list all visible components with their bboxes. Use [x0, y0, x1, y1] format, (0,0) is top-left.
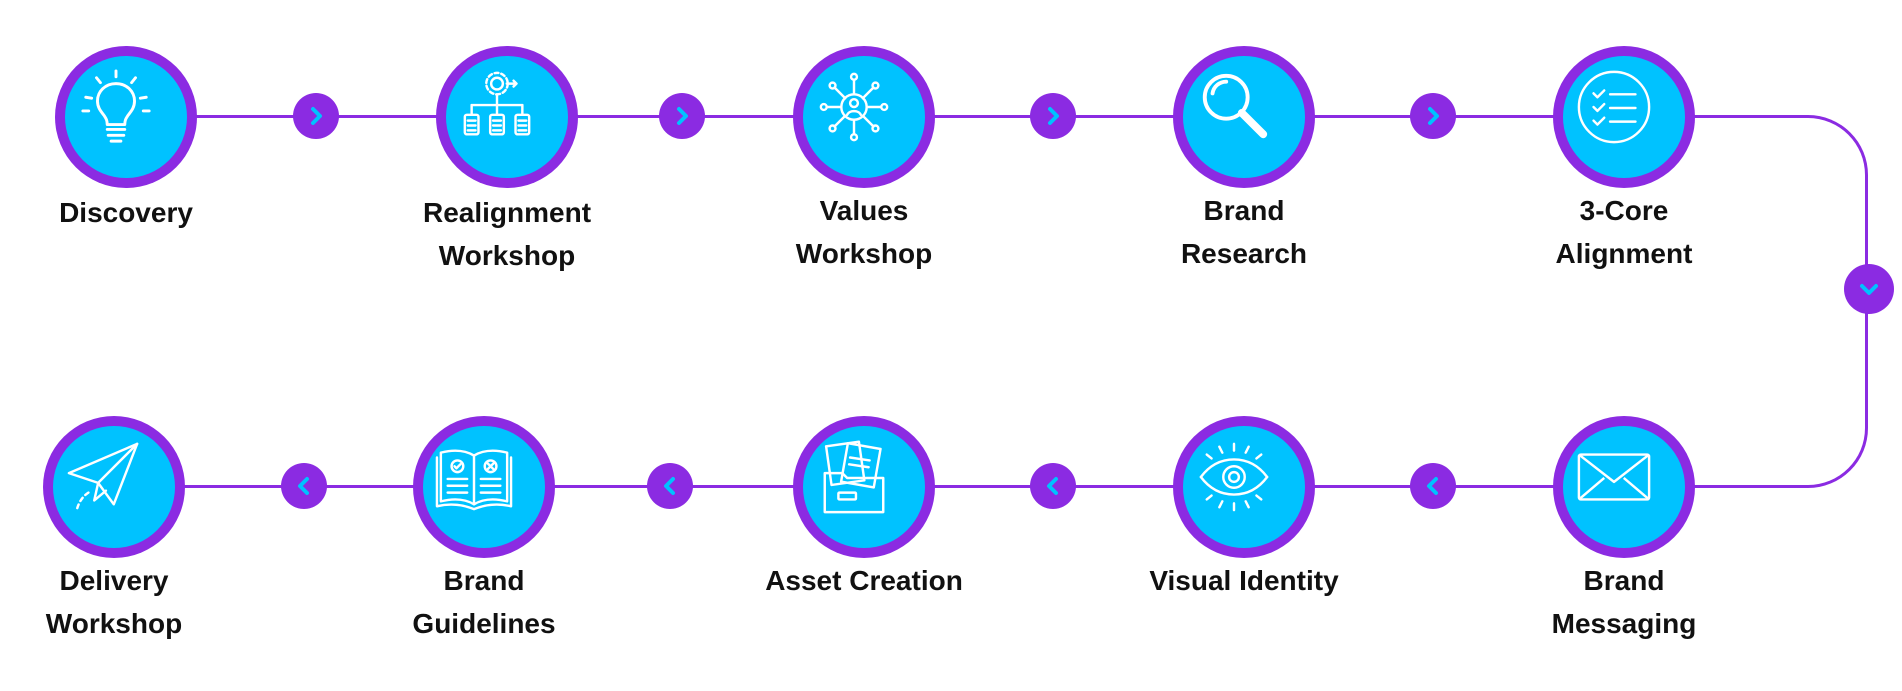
step-node-brand-guidelines: [413, 416, 555, 558]
step-label-asset-creation: Asset Creation: [765, 565, 963, 596]
network-person-icon: [819, 72, 889, 142]
step-node-values-workshop: [793, 46, 935, 188]
chevron-left-icon: [1047, 477, 1058, 495]
step-label-brand-research: Brand Research: [1180, 195, 1308, 269]
chevron-right-icon: [1048, 107, 1059, 125]
chevron-down-icon: [1860, 284, 1878, 295]
chevron-left-icon: [1427, 477, 1438, 495]
flow-arrow-9: [281, 463, 327, 509]
flow-arrow-2: [659, 93, 705, 139]
step-label-visual-identity: Visual Identity: [1149, 565, 1339, 596]
flow-arrow-1: [293, 93, 339, 139]
step-node-realignment-workshop: [436, 46, 578, 188]
chevron-right-icon: [1428, 107, 1439, 125]
step-label-delivery-workshop: Delivery Workshop: [45, 565, 183, 639]
step-label-3-core-alignment: 3-Core Alignment: [1555, 195, 1693, 269]
step-label-brand-guidelines: Brand Guidelines: [412, 565, 556, 639]
magnifier-icon: [1202, 73, 1268, 139]
connector-right-elbow: [1668, 115, 1868, 488]
step-node-brand-research: [1173, 46, 1315, 188]
paper-plane-icon: [67, 442, 139, 512]
envelope-icon: [1577, 453, 1651, 501]
connector-top-row: [165, 115, 1710, 118]
step-node-brand-messaging: [1553, 416, 1695, 558]
chevron-left-icon: [298, 477, 309, 495]
step-label-brand-messaging: Brand Messaging: [1551, 565, 1697, 639]
chevron-left-icon: [664, 477, 675, 495]
step-node-3-core-alignment: [1553, 46, 1695, 188]
step-node-visual-identity: [1173, 416, 1315, 558]
step-node-asset-creation: [793, 416, 935, 558]
gear-hierarchy-icon: [463, 71, 531, 136]
chevron-right-icon: [311, 107, 322, 125]
step-node-delivery-workshop: [43, 416, 185, 558]
chevron-right-icon: [677, 107, 688, 125]
flow-arrow-3: [1030, 93, 1076, 139]
flow-arrow-5: [1844, 264, 1894, 314]
eye-icon: [1199, 442, 1269, 512]
flow-arrow-8: [647, 463, 693, 509]
flow-arrow-4: [1410, 93, 1456, 139]
checklist-icon: [1577, 70, 1651, 144]
lightbulb-icon: [81, 69, 151, 143]
step-node-discovery: [55, 46, 197, 188]
step-label-values-workshop: Values Workshop: [795, 195, 933, 269]
step-label-discovery: Discovery: [59, 197, 193, 228]
step-label-realignment-workshop: Realignment Workshop: [422, 197, 592, 271]
flow-arrow-6: [1410, 463, 1456, 509]
flow-arrow-7: [1030, 463, 1076, 509]
open-book-icon: [435, 449, 513, 511]
folder-documents-icon: [823, 440, 885, 514]
